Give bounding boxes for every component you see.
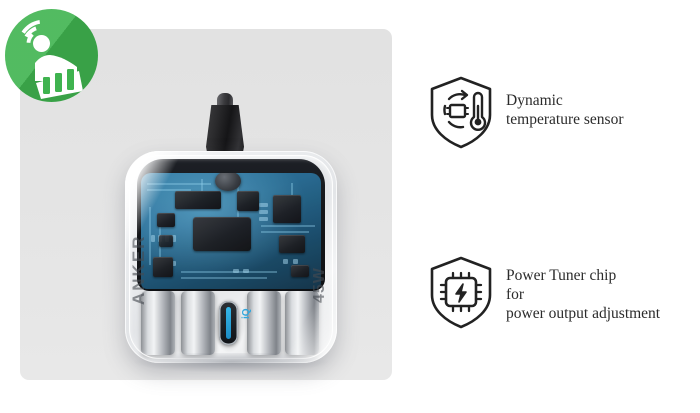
feature-2-line-1: Power Tuner chip xyxy=(506,267,617,284)
brand-logo[interactable] xyxy=(5,9,98,102)
feature-1-line-2: temperature sensor xyxy=(506,111,624,128)
feature-1-text: Dynamic temperature sensor xyxy=(506,72,624,129)
wifi-person-chart-icon xyxy=(21,20,83,99)
charger-body: ANKER 45W iQ xyxy=(125,151,337,363)
usb-c-port xyxy=(219,301,238,345)
feature-1-line-1: Dynamic xyxy=(506,92,563,109)
charger-internal-cavity xyxy=(137,159,325,291)
iq-port-label: iQ xyxy=(241,308,252,319)
feature-2-line-3: power output adjustment xyxy=(506,305,661,322)
feature-power-tuner-chip: Power Tuner chip for power output adjust… xyxy=(424,252,660,332)
feature-2-line-2: for xyxy=(506,286,525,303)
charger-illustration: ANKER 45W iQ xyxy=(118,81,338,376)
charger-drop-shadow xyxy=(132,353,330,373)
capacitor-3 xyxy=(247,291,281,355)
circuit-board xyxy=(141,173,321,289)
usb-c-port-insert xyxy=(226,307,231,339)
shield-power-chip-icon xyxy=(424,252,498,332)
charger-lower-internals: ANKER 45W iQ xyxy=(129,235,328,357)
capacitor-2 xyxy=(181,291,215,355)
feature-2-text: Power Tuner chip for power output adjust… xyxy=(506,252,660,323)
feature-dynamic-temperature-sensor: Dynamic temperature sensor xyxy=(424,72,624,152)
shield-temperature-sensor-icon xyxy=(424,72,498,152)
wattage-label: 45W xyxy=(311,267,328,303)
brand-label: ANKER xyxy=(129,234,148,305)
